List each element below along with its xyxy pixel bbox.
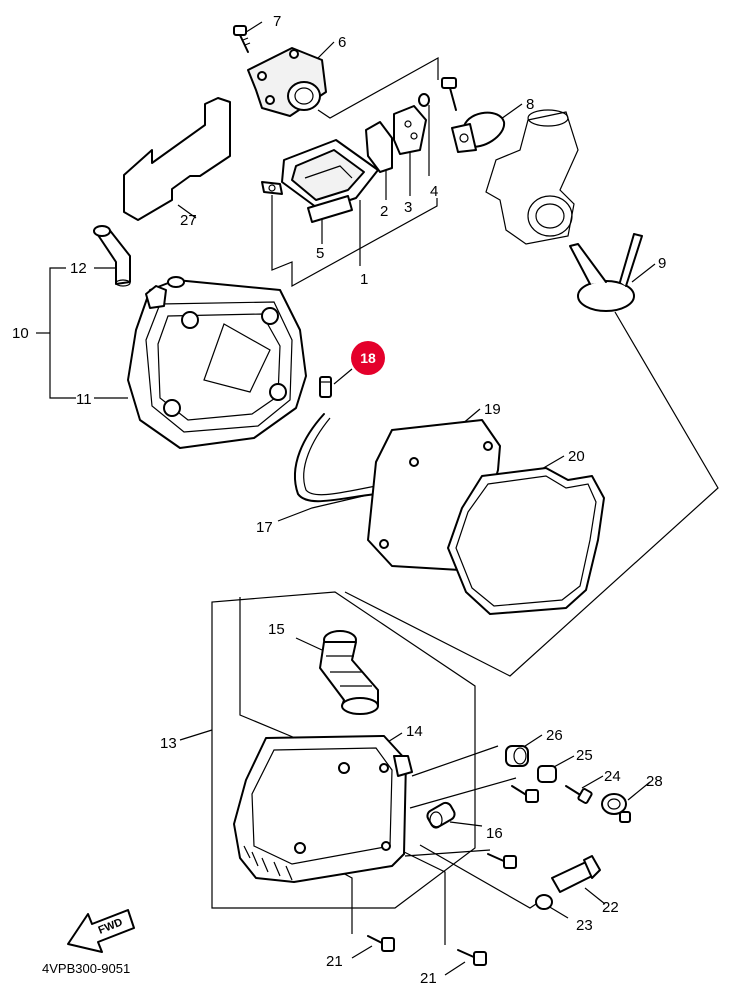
label-15[interactable]: 15 (268, 621, 285, 638)
label-4[interactable]: 4 (430, 183, 438, 200)
label-1[interactable]: 1 (360, 271, 368, 288)
clamp-part-8 (441, 77, 506, 153)
label-12[interactable]: 12 (70, 260, 87, 277)
bolt-part-7 (233, 25, 251, 53)
label-18[interactable]: 18 (360, 350, 376, 366)
label-26[interactable]: 26 (546, 727, 563, 744)
hose-part-22 (551, 855, 601, 893)
label-8[interactable]: 8 (526, 96, 534, 113)
hose-part-12 (93, 225, 131, 287)
label-25[interactable]: 25 (576, 747, 593, 764)
screw-part-21-right (457, 949, 487, 966)
diagram-code: 4VPB300-9051 (42, 961, 130, 976)
label-27[interactable]: 27 (180, 212, 197, 229)
screw-upper (511, 785, 539, 803)
label-16[interactable]: 16 (486, 825, 503, 842)
label-28[interactable]: 28 (646, 773, 663, 790)
highlight-marker[interactable] (351, 341, 385, 375)
grommet-part-26 (505, 745, 529, 767)
label-6[interactable]: 6 (338, 34, 346, 51)
label-10[interactable]: 10 (12, 325, 29, 342)
seal-strip-part-17 (293, 413, 377, 503)
label-9[interactable]: 9 (658, 255, 666, 272)
label-21-left[interactable]: 21 (326, 953, 343, 970)
label-11[interactable]: 11 (76, 391, 92, 408)
spring-clip-part-9 (569, 233, 643, 312)
reed-valve-assembly-part-1 (261, 93, 430, 223)
fwd-arrow-icon: FWD (67, 909, 135, 953)
callout-numbers: 7 6 8 4 3 2 5 1 27 9 12 10 11 19 20 17 1… (12, 13, 666, 987)
gasket-part-20 (447, 467, 605, 615)
label-7[interactable]: 7 (273, 13, 281, 30)
air-cleaner-cover-part-14 (233, 735, 413, 883)
label-17[interactable]: 17 (256, 519, 273, 536)
clip-part-23 (535, 894, 553, 910)
leader-lines (36, 21, 719, 976)
label-3[interactable]: 3 (404, 199, 412, 216)
label-20[interactable]: 20 (568, 448, 585, 465)
carburetor-outline (485, 109, 579, 245)
label-13[interactable]: 13 (160, 735, 177, 752)
screw-part-24 (565, 785, 593, 804)
label-19[interactable]: 19 (484, 401, 501, 418)
label-5[interactable]: 5 (316, 245, 324, 262)
label-22[interactable]: 22 (602, 899, 619, 916)
drain-part-16 (426, 801, 456, 829)
heat-plate-part-27 (123, 97, 231, 221)
air-cleaner-case-part-11 (127, 276, 307, 449)
label-14[interactable]: 14 (406, 723, 423, 740)
collar-part-18 (319, 376, 332, 398)
label-2[interactable]: 2 (380, 203, 388, 220)
label-23[interactable]: 23 (576, 917, 593, 934)
clamp-part-28 (601, 793, 631, 823)
screw-part-21-left (367, 935, 395, 952)
intake-joint-part-6 (247, 47, 327, 117)
label-24[interactable]: 24 (604, 768, 621, 785)
collar-part-25 (537, 765, 557, 783)
joint-hose-part-15 (319, 630, 379, 715)
screw-lower (487, 853, 517, 869)
label-21-right[interactable]: 21 (420, 970, 437, 987)
